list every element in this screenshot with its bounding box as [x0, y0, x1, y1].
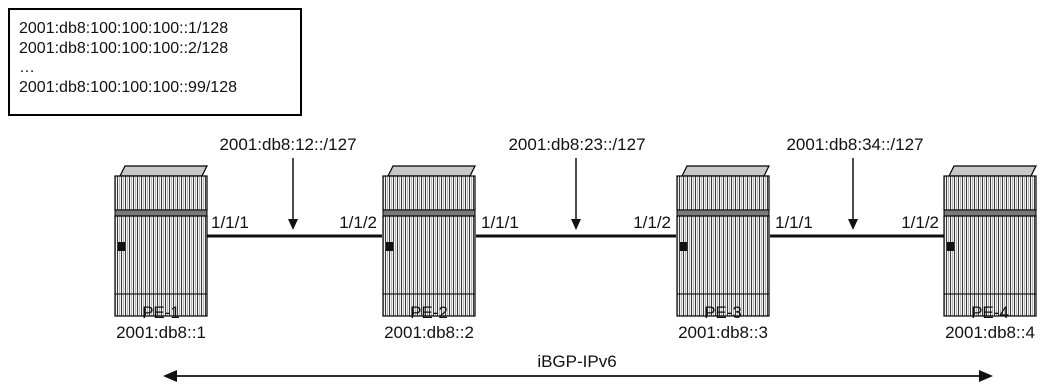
router-name: PE-3: [704, 303, 742, 322]
arrow-down-icon: [848, 219, 858, 230]
ibgp-session-arrow: [163, 370, 993, 382]
prefix-line: 2001:db8:100:100:100::99/128: [19, 78, 237, 96]
prefix-ellipsis: …: [19, 59, 35, 76]
router-icon: [943, 165, 1037, 317]
router-address: 2001:db8::4: [945, 323, 1035, 342]
port-label: 1/1/2: [901, 213, 939, 232]
arrow-down-icon: [571, 219, 581, 230]
router-name: PE-4: [971, 303, 1009, 322]
port-label: 1/1/1: [775, 213, 813, 232]
router-name: PE-1: [142, 303, 180, 322]
link-subnet-label: 2001:db8:23::/127: [508, 135, 645, 154]
session-label: iBGP-IPv6: [537, 352, 616, 371]
port-label: 1/1/1: [211, 213, 249, 232]
router-name: PE-2: [410, 303, 448, 322]
arrow-down-icon: [288, 219, 298, 230]
arrow-left-icon: [163, 370, 177, 382]
router-icon: [382, 165, 476, 317]
prefix-line: 2001:db8:100:100:100::2/128: [19, 39, 229, 57]
router-icon: [676, 165, 770, 317]
link-subnet-label: 2001:db8:12::/127: [219, 135, 356, 154]
link-subnet-label: 2001:db8:34::/127: [786, 135, 923, 154]
subnet-arrows: [288, 158, 858, 230]
arrow-right-icon: [979, 370, 993, 382]
port-label: 1/1/2: [339, 213, 377, 232]
router-icon: [114, 165, 208, 317]
router-address: 2001:db8::1: [116, 323, 206, 342]
router-address: 2001:db8::3: [678, 323, 768, 342]
prefix-line: 2001:db8:100:100:100::1/128: [19, 20, 229, 37]
prefix-list-box: 2001:db8:100:100:100::1/128 2001:db8:100…: [8, 8, 302, 116]
port-label: 1/1/2: [633, 213, 671, 232]
router-address: 2001:db8::2: [384, 323, 474, 342]
port-label: 1/1/1: [481, 213, 519, 232]
